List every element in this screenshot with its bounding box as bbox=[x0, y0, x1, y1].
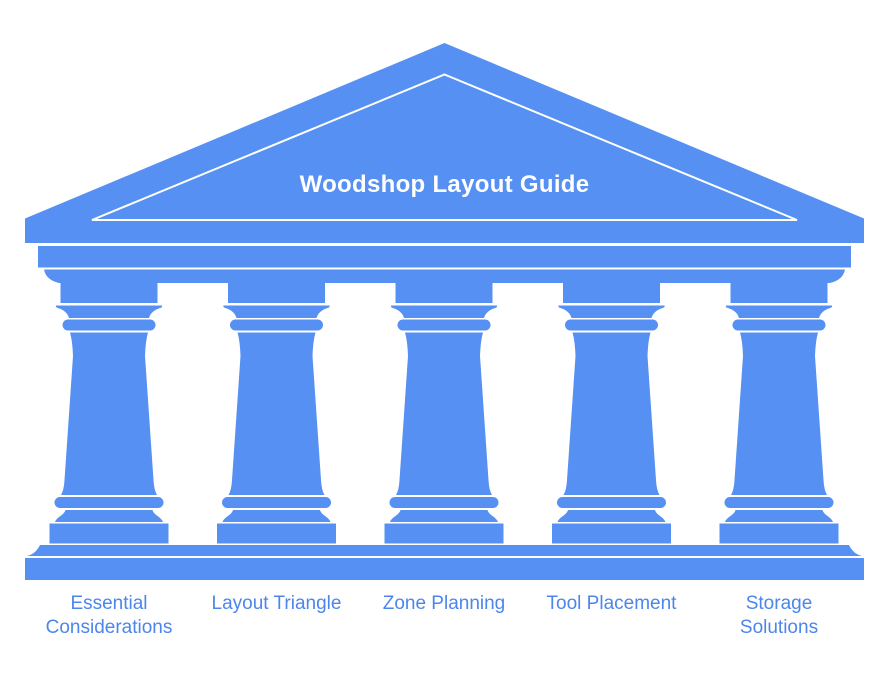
pediment bbox=[25, 43, 864, 243]
cornice bbox=[44, 269, 845, 283]
pillar-3 bbox=[384, 282, 504, 544]
base-step bbox=[25, 558, 864, 580]
diagram-title: Woodshop Layout Guide bbox=[299, 171, 590, 198]
stylobate-step bbox=[27, 545, 862, 556]
pediment-inner-outline bbox=[91, 73, 798, 221]
architrave bbox=[38, 246, 851, 268]
pillar-2 bbox=[217, 282, 336, 544]
pillar-label-zone-planning: Zone Planning bbox=[382, 593, 506, 614]
pillar-5 bbox=[719, 282, 839, 544]
pillar-label-tool-placement: Tool Placement bbox=[546, 593, 677, 614]
pillar-4 bbox=[552, 282, 671, 544]
pillar-label-essential-considerations: Essential Considerations bbox=[45, 593, 173, 638]
pillar-label-layout-triangle: Layout Triangle bbox=[211, 593, 342, 614]
pillar-1 bbox=[49, 282, 169, 544]
pillar-label-storage-solutions: Storage Solutions bbox=[739, 593, 819, 638]
